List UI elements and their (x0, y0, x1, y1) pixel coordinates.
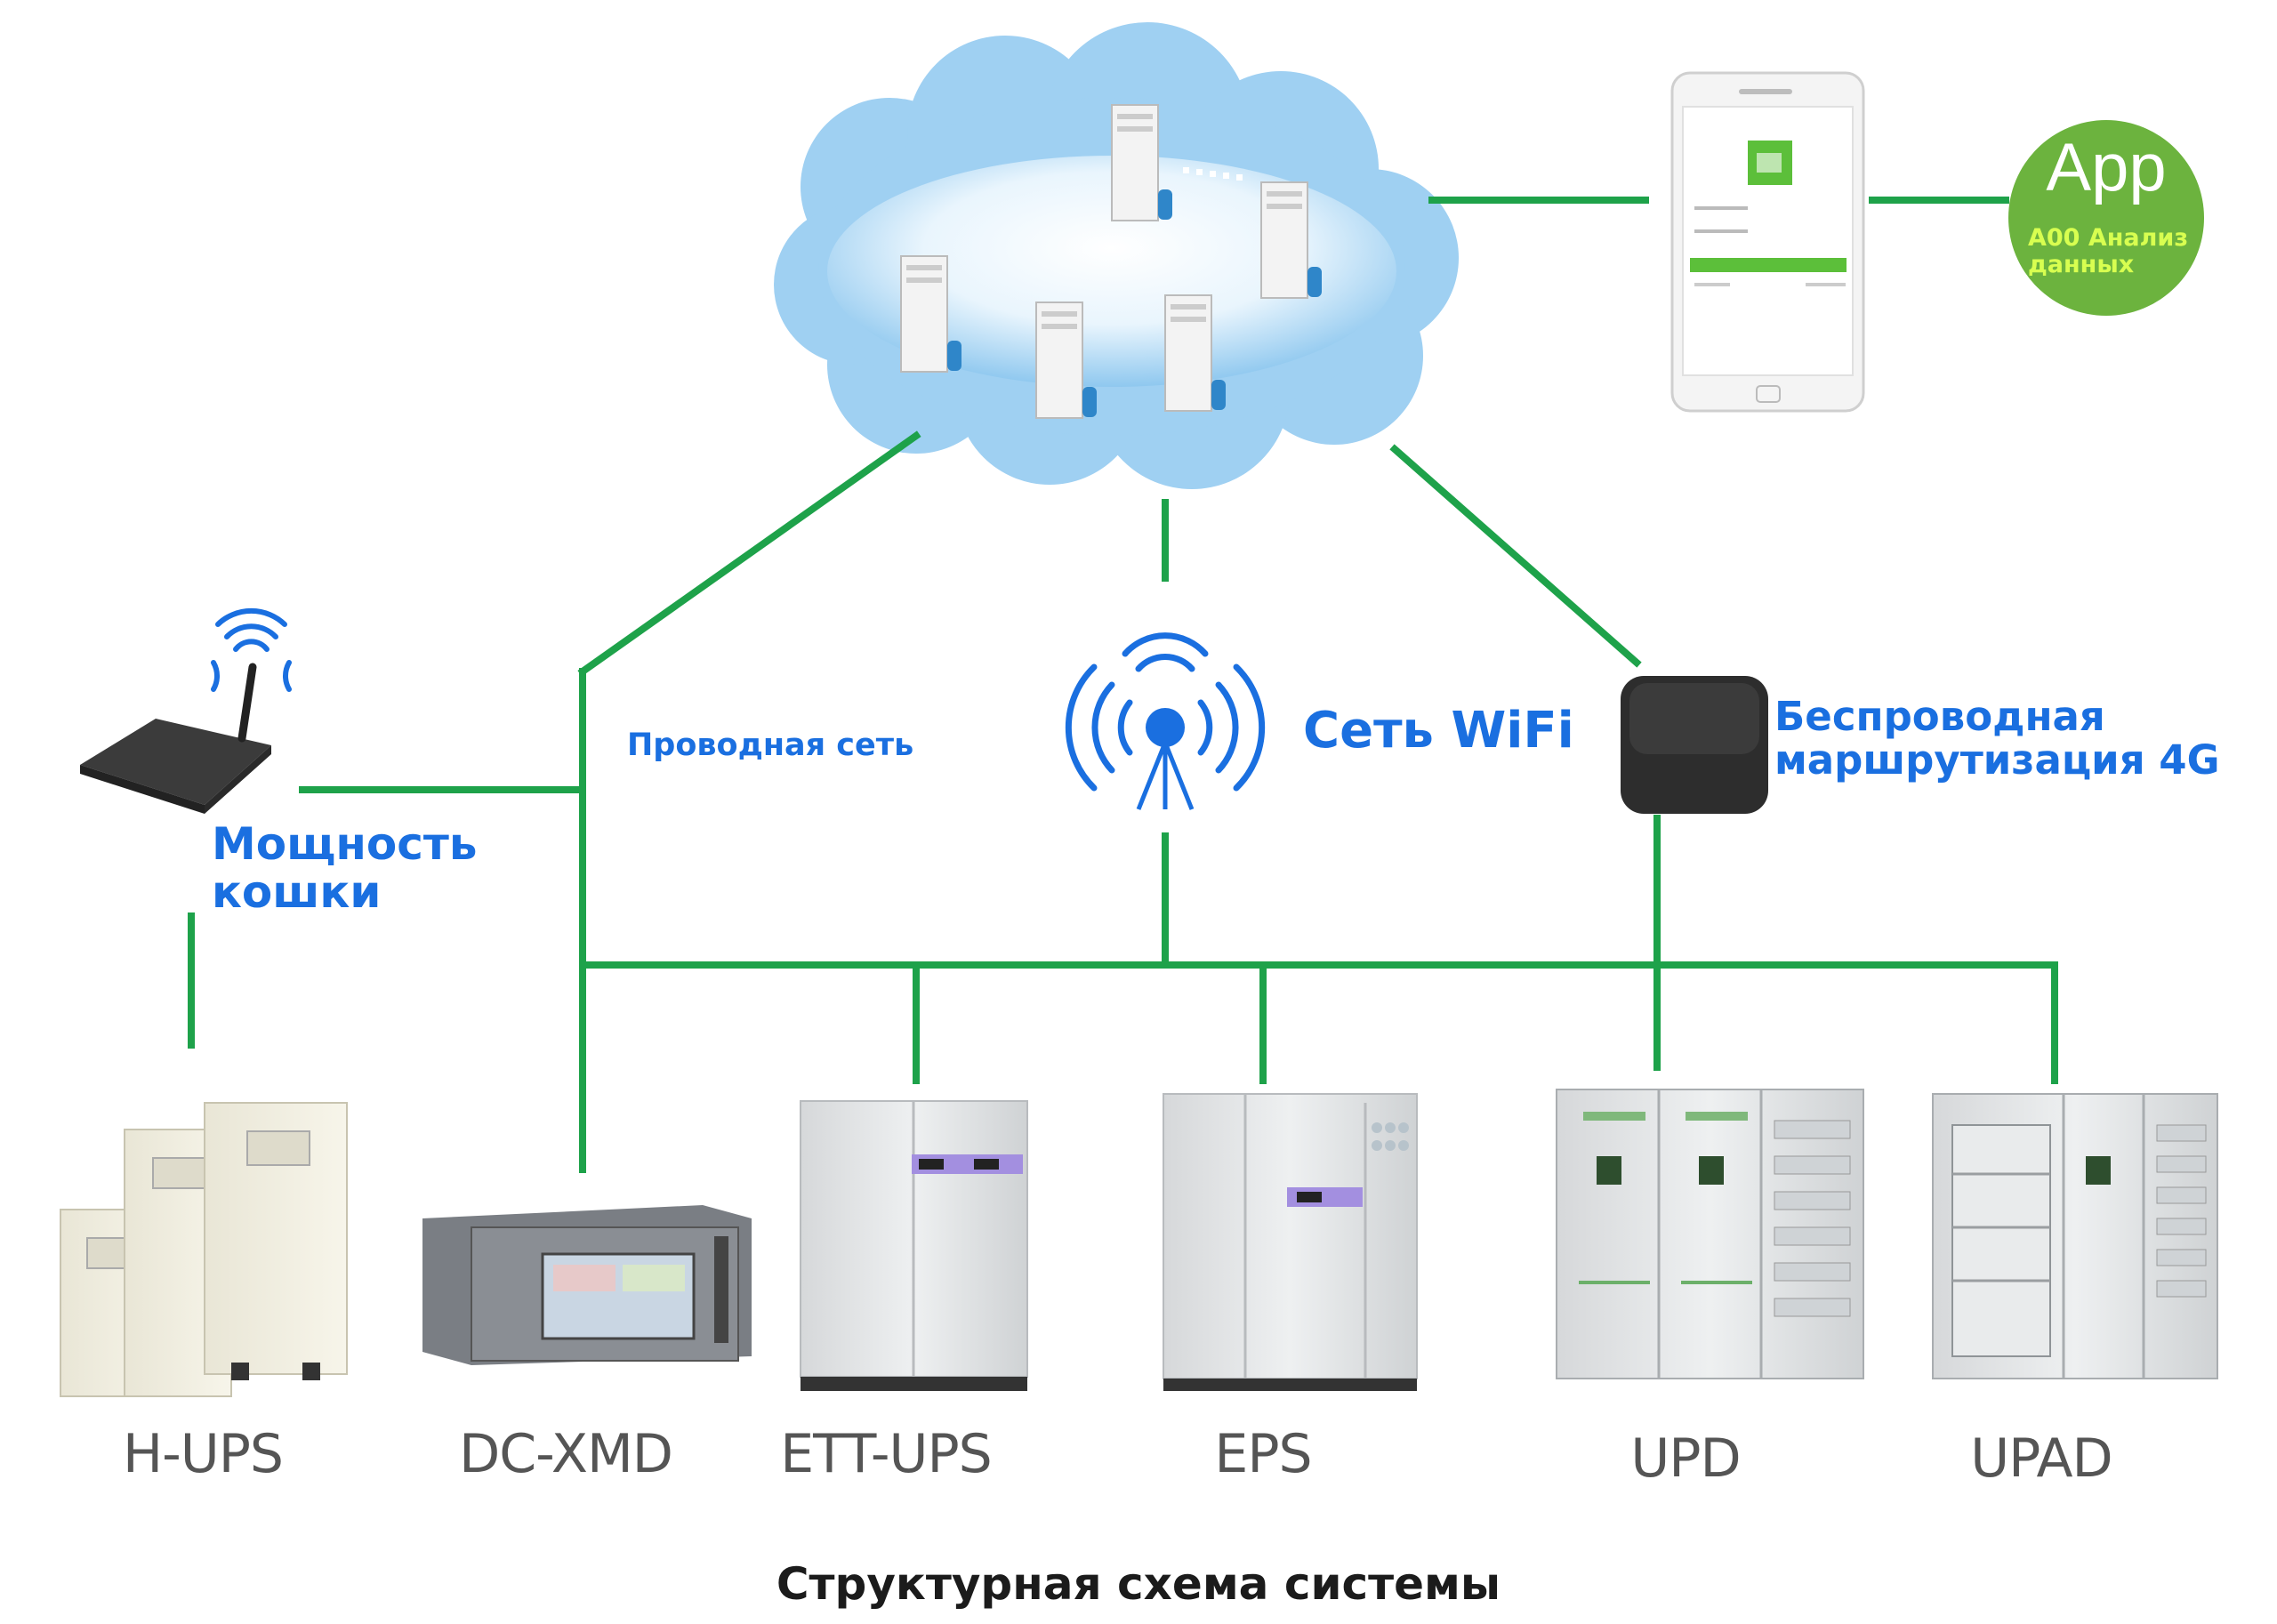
server-icon (900, 255, 961, 373)
wired-network-label: Проводная сеть (627, 728, 914, 763)
app-data-label: A00 Анализ данных (2028, 224, 2189, 278)
upd-cabinet-icon (1556, 1089, 1864, 1379)
app-label: App (2046, 130, 2167, 205)
server-icon (1111, 104, 1172, 221)
cloud (774, 22, 1459, 489)
ett-ups-unit-icon (800, 1100, 1028, 1391)
app-badge: App A00 Анализ данных (2008, 120, 2204, 316)
network-lines (188, 197, 2058, 1173)
diagram-title: Структурная схема системы (776, 1558, 1501, 1610)
power-cat-label: Мощность кошки (212, 818, 478, 918)
wifi-antenna-icon (1065, 632, 1266, 810)
router-4g-icon (1621, 676, 1768, 814)
device-label-upd: UPD (1630, 1427, 1741, 1490)
device-label-upad: UPAD (1970, 1427, 2113, 1490)
ellipsis-dots (1183, 167, 1243, 181)
device-label-eps: EPS (1214, 1423, 1312, 1485)
device-label-h-ups: H-UPS (123, 1423, 284, 1485)
h-ups-unit-icon (60, 1102, 348, 1397)
wireless-4g-label: Беспроводная маршрутизация 4G (1774, 693, 2220, 784)
wifi-network-label: Сеть WiFi (1303, 702, 1574, 760)
device-label-dc-xmd: DC-XMD (459, 1423, 673, 1485)
dc-xmd-unit-icon (422, 1205, 752, 1365)
device-label-ett-ups: ETT-UPS (780, 1423, 992, 1485)
server-icon (1164, 294, 1226, 412)
server-icon (1035, 301, 1097, 419)
cloud-servers (900, 104, 1322, 419)
eps-unit-icon (1163, 1093, 1418, 1391)
upad-cabinet-icon (1932, 1093, 2218, 1379)
smartphone-icon (1670, 71, 1865, 413)
router-icon (80, 607, 292, 814)
server-icon (1260, 181, 1322, 299)
